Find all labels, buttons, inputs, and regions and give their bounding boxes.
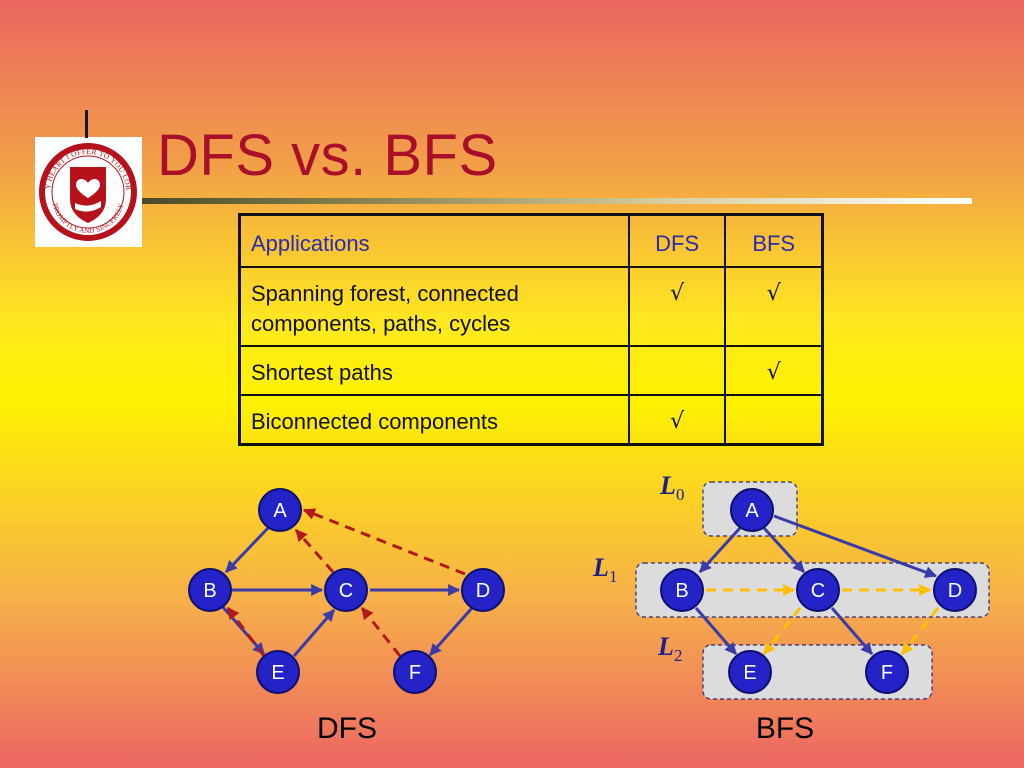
dfs-node-f: F bbox=[393, 650, 437, 694]
dfs-back-edge-c-a bbox=[294, 529, 335, 573]
applications-table: Applications DFS BFS Spanning forest, co… bbox=[238, 213, 824, 446]
dfs-node-a: A bbox=[258, 488, 302, 532]
dfs-node-c: C bbox=[324, 568, 368, 612]
dfs-caption: DFS bbox=[317, 712, 377, 745]
application-cell: Biconnected components bbox=[238, 394, 630, 446]
dfs-back-edge-d-a bbox=[302, 508, 466, 576]
header-applications: Applications bbox=[238, 213, 630, 268]
dfs-discovery-edge-b-e bbox=[220, 605, 266, 655]
dfs-node-e: E bbox=[256, 650, 300, 694]
slide-title: DFS vs. BFS bbox=[157, 123, 498, 188]
application-label-line1: Spanning forest, connected bbox=[251, 281, 519, 306]
dfs-node-d: D bbox=[461, 568, 505, 612]
bfs-cross-edge-c-e bbox=[762, 607, 802, 655]
svg-text:D: D bbox=[476, 580, 490, 602]
bfs-cross-edge-d-f bbox=[900, 607, 940, 655]
bfs-node-a: A bbox=[730, 488, 774, 532]
application-cell: Shortest paths bbox=[238, 345, 630, 396]
bfs-caption: BFS bbox=[756, 712, 814, 745]
bfs-node-d: D bbox=[933, 568, 977, 612]
svg-text:D: D bbox=[948, 580, 962, 602]
svg-text:B: B bbox=[675, 580, 688, 602]
dfs-node-b: B bbox=[188, 568, 232, 612]
dfs-discovery-edge-d-f bbox=[428, 607, 474, 656]
bfs-discovery-edge-a-b bbox=[698, 526, 742, 574]
bfs-check-cell: √ bbox=[724, 345, 824, 396]
dfs-back-edge-e-b bbox=[226, 607, 266, 657]
application-label-line2: components, paths, cycles bbox=[251, 311, 511, 336]
table-header-row: Applications DFS BFS bbox=[238, 213, 824, 268]
bfs-check-cell bbox=[724, 394, 824, 446]
dfs-check-cell: √ bbox=[627, 266, 727, 347]
bfs-level-0-label: L 0 bbox=[659, 471, 685, 504]
bfs-level-1-label: L 1 bbox=[592, 553, 618, 586]
svg-text:L: L bbox=[592, 553, 609, 582]
bfs-level-2-label: L 2 bbox=[657, 632, 683, 665]
bfs-discovery-edge-a-d bbox=[773, 514, 938, 578]
table-row: Biconnected components √ bbox=[238, 394, 824, 446]
dfs-check-cell: √ bbox=[627, 394, 727, 446]
svg-text:C: C bbox=[339, 580, 353, 602]
bfs-node-f: F bbox=[865, 650, 909, 694]
bfs-node-e: E bbox=[728, 650, 772, 694]
svg-text:2: 2 bbox=[674, 646, 683, 665]
svg-text:E: E bbox=[271, 662, 284, 684]
dfs-discovery-edge-a-b bbox=[224, 526, 270, 574]
header-bfs: BFS bbox=[724, 213, 824, 268]
heart-seal-icon: MY HEART I OFFER TO YOU LORD PROMPTLY AN… bbox=[35, 137, 137, 241]
svg-text:E: E bbox=[743, 662, 756, 684]
header-dfs: DFS bbox=[627, 213, 727, 268]
svg-text:0: 0 bbox=[676, 485, 685, 504]
title-accent-bar bbox=[85, 110, 88, 138]
svg-text:L: L bbox=[659, 471, 676, 500]
bfs-check-cell: √ bbox=[724, 266, 824, 347]
svg-text:F: F bbox=[409, 662, 421, 684]
svg-text:A: A bbox=[273, 500, 287, 522]
application-cell: Spanning forest, connected components, p… bbox=[238, 266, 630, 347]
svg-text:1: 1 bbox=[609, 567, 618, 586]
bfs-node-b: B bbox=[660, 568, 704, 612]
table-row: Shortest paths √ bbox=[238, 345, 824, 396]
table-row: Spanning forest, connected components, p… bbox=[238, 266, 824, 347]
dfs-check-cell bbox=[627, 345, 727, 396]
svg-text:L: L bbox=[657, 632, 674, 661]
bfs-node-c: C bbox=[796, 568, 840, 612]
dfs-discovery-edge-e-c bbox=[292, 609, 336, 657]
svg-text:B: B bbox=[203, 580, 216, 602]
title-underline bbox=[142, 198, 972, 204]
svg-text:C: C bbox=[811, 580, 825, 602]
svg-text:A: A bbox=[745, 500, 759, 522]
bfs-discovery-edge-b-e bbox=[694, 607, 738, 655]
bfs-discovery-edge-c-f bbox=[830, 607, 874, 655]
dfs-back-edge-f-c bbox=[360, 607, 402, 657]
bfs-discovery-edge-a-c bbox=[762, 526, 806, 574]
svg-text:F: F bbox=[881, 662, 893, 684]
school-logo: MY HEART I OFFER TO YOU LORD PROMPTLY AN… bbox=[35, 137, 142, 247]
